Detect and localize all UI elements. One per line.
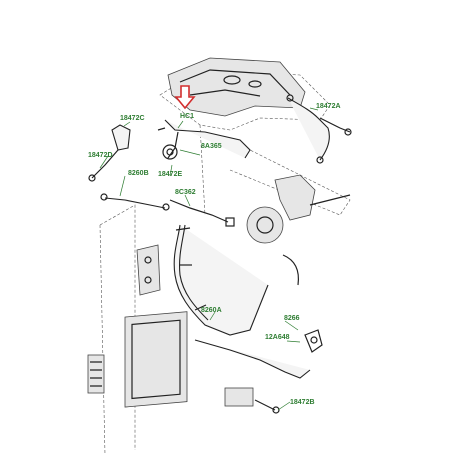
label-8c362: 8C362 [175, 189, 196, 196]
hose-hc1 [157, 119, 251, 160]
hose-8260b [100, 193, 170, 211]
water-pump [246, 174, 351, 286]
sensor-8c362 [169, 199, 235, 227]
label-8a365: 8A365 [201, 143, 222, 150]
grille-left [87, 354, 105, 394]
thermostat-housing [136, 244, 161, 296]
label-8260a: 8260A [201, 307, 222, 314]
lower-hose [194, 329, 323, 379]
label-hc1: HC1 [180, 113, 194, 120]
label-18472b: 18472B [290, 399, 315, 406]
label-12a648: 12A648 [265, 334, 290, 341]
radiator [124, 311, 188, 408]
hose-18472b [224, 387, 280, 414]
down-arrow-icon [174, 85, 196, 110]
label-18472d: 18472D [88, 152, 113, 159]
hose-18472a [286, 94, 352, 164]
label-18472c: 18472C [120, 115, 145, 122]
hose-18472c [88, 124, 131, 182]
label-8260b: 8260B [128, 170, 149, 177]
label-8266: 8266 [284, 315, 300, 322]
leader-lines [99, 107, 319, 411]
hose-8260a [173, 224, 269, 336]
label-18472a: 18472A [316, 103, 341, 110]
label-18472e: 18472E [158, 171, 182, 178]
